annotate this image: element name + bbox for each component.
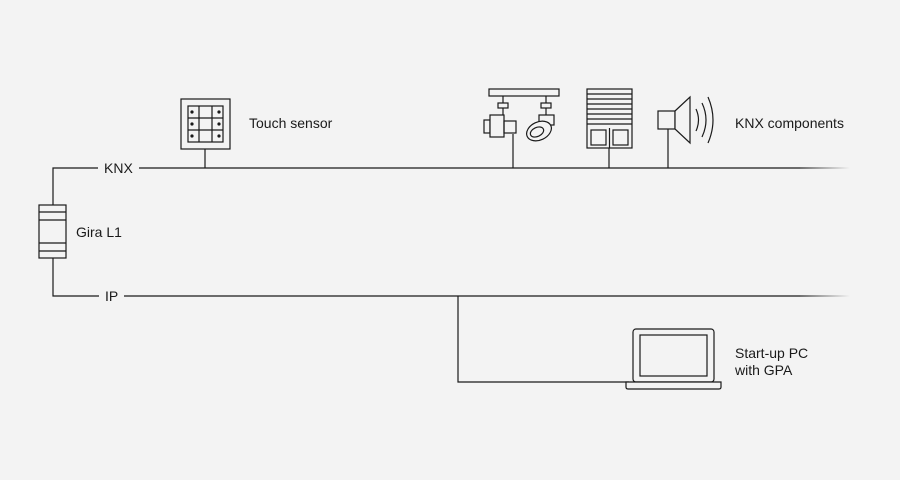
startup-pc-label-line2: with GPA xyxy=(735,362,793,378)
controller-label: Gira L1 xyxy=(76,224,122,240)
loudspeaker-icon xyxy=(657,95,714,168)
din-rail-module-icon xyxy=(38,204,67,259)
roller-blind-icon xyxy=(586,88,633,168)
push-button-panel-icon xyxy=(180,98,231,168)
ip-bus-line xyxy=(52,258,850,297)
laptop-icon xyxy=(457,296,722,390)
knx-components-label: KNX components xyxy=(735,115,844,131)
knx-bus-line xyxy=(52,167,850,205)
startup-pc-label-line1: Start-up PC xyxy=(735,345,809,361)
ip-bus-label: IP xyxy=(99,288,125,305)
startup-pc-label: Start-up PC with GPA xyxy=(735,345,855,379)
knx-bus-label: KNX xyxy=(98,160,139,177)
track-spotlight-icon xyxy=(483,88,560,168)
touch-sensor-label: Touch sensor xyxy=(249,115,333,131)
